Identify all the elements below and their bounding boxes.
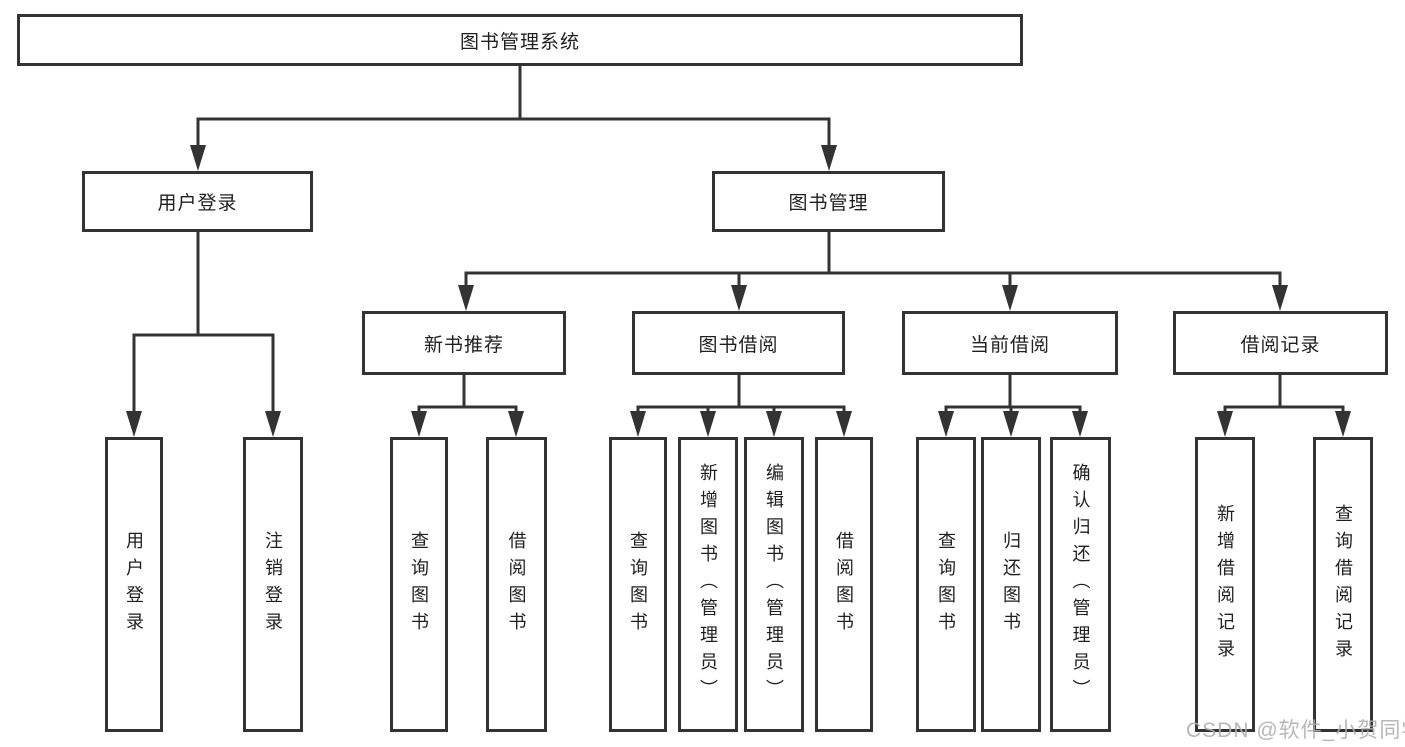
node-leaf-query-books-recommend: 查询图书 (390, 437, 448, 732)
connector-root-to-level2 (190, 64, 837, 171)
node-current-borrow: 当前借阅 (902, 311, 1118, 375)
arrowhead-icon (411, 411, 427, 437)
connector-user-login-to-children (126, 230, 281, 437)
node-label: 查询图书 (936, 530, 956, 639)
watermark: CSDN @软件_小贺同学 (1186, 719, 1405, 742)
arrowhead-icon (630, 411, 646, 437)
node-leaf-edit-book-admin: 编辑图书（管理员） (744, 437, 804, 732)
arrowhead-icon (508, 411, 524, 437)
arrowhead-icon (1272, 285, 1288, 311)
node-label: 图书借阅 (698, 334, 779, 356)
node-label: 当前借阅 (969, 334, 1050, 356)
connector-new-book-recommend-to-children (411, 373, 524, 437)
connector-line (636, 373, 846, 416)
node-leaf-return-books: 归还图书 (981, 437, 1041, 732)
node-leaf-query-books-current: 查询图书 (916, 437, 976, 732)
node-leaf-logout: 注销登录 (243, 437, 303, 732)
arrowhead-icon (938, 411, 954, 437)
arrowhead-icon (1335, 411, 1351, 437)
node-label: 查询图书 (409, 530, 429, 639)
node-label: 新书推荐 (423, 334, 504, 356)
arrowhead-icon (766, 411, 782, 437)
arrowhead-icon (1002, 285, 1018, 311)
connector-line (1223, 373, 1345, 416)
node-leaf-query-books: 查询图书 (609, 437, 667, 732)
connector-line (944, 373, 1082, 416)
node-leaf-confirm-return-admin: 确认归还（管理员） (1050, 437, 1111, 732)
arrowhead-icon (265, 411, 281, 437)
node-leaf-borrow-books: 借阅图书 (815, 437, 873, 732)
node-borrow-records: 借阅记录 (1173, 311, 1388, 375)
node-label: 确认归还（管理员） (1070, 463, 1091, 706)
arrowhead-icon (700, 411, 716, 437)
node-book-borrow: 图书借阅 (632, 311, 845, 375)
node-library-management-system: 图书管理系统 (17, 14, 1023, 66)
node-leaf-borrow-books-recommend: 借阅图书 (486, 437, 547, 732)
node-label: 图书管理 (788, 193, 869, 214)
node-user-login: 用户登录 (82, 171, 313, 232)
node-leaf-add-book-admin: 新增图书（管理员） (678, 437, 738, 732)
connector-book-borrow-to-children (630, 373, 852, 437)
node-label: 借阅图书 (506, 530, 527, 639)
node-label: 归还图书 (1001, 530, 1021, 639)
connector-line (196, 64, 831, 150)
connector-line (132, 230, 275, 416)
arrowhead-icon (126, 411, 142, 437)
node-leaf-user-login: 用户登录 (105, 437, 163, 732)
arrowhead-icon (821, 145, 837, 171)
connector-current-borrow-to-children (938, 373, 1088, 437)
connector-line (417, 373, 518, 416)
arrowhead-icon (458, 285, 474, 311)
node-label: 编辑图书（管理员） (764, 463, 784, 706)
connector-line (464, 230, 1282, 290)
arrowhead-icon (1072, 411, 1088, 437)
node-book-management: 图书管理 (712, 171, 945, 232)
node-label: 注销登录 (263, 530, 283, 639)
arrowhead-icon (190, 145, 206, 171)
node-label: 借阅记录 (1240, 334, 1321, 356)
arrowhead-icon (1003, 411, 1019, 437)
node-label: 用户登录 (124, 530, 144, 639)
arrowhead-icon (731, 285, 747, 311)
node-label: 查询借阅记录 (1333, 503, 1353, 666)
arrowhead-icon (1217, 411, 1233, 437)
connector-borrow-records-to-children (1217, 373, 1351, 437)
node-label: 查询图书 (628, 530, 648, 639)
node-label: 新增图书（管理员） (698, 463, 718, 706)
node-leaf-query-borrow-record: 查询借阅记录 (1313, 437, 1373, 732)
node-leaf-add-borrow-record: 新增借阅记录 (1195, 437, 1255, 732)
node-label: 用户登录 (157, 193, 238, 214)
connector-book-management-to-level3 (458, 230, 1288, 311)
node-label: 新增借阅记录 (1215, 503, 1235, 666)
node-new-book-recommend: 新书推荐 (362, 311, 566, 375)
node-label: 借阅图书 (834, 530, 854, 639)
arrowhead-icon (836, 411, 852, 437)
node-label: 图书管理系统 (459, 31, 580, 53)
